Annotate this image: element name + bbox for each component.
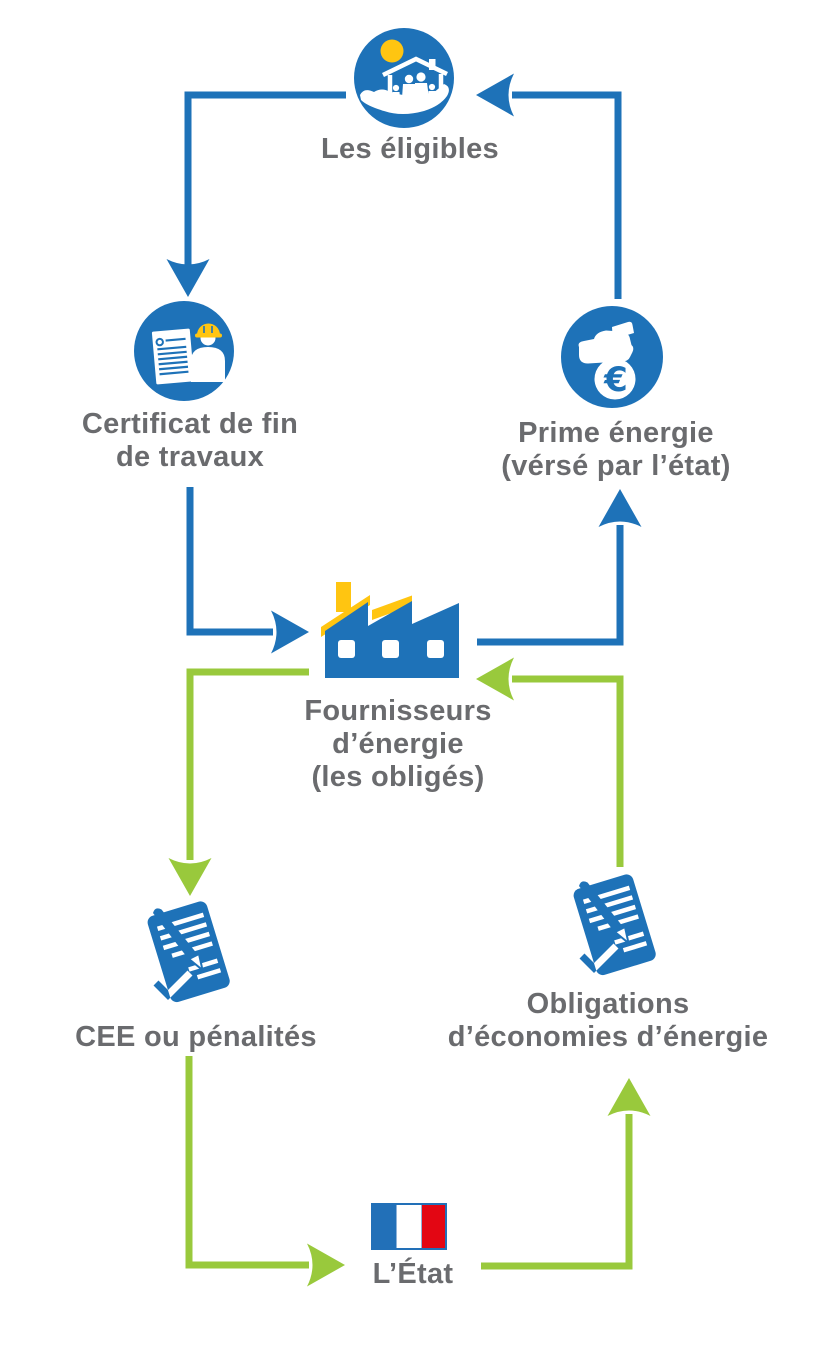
svg-text:€: €: [603, 360, 628, 400]
label-certificat: Certificat de fin de travaux: [81, 408, 299, 473]
flag-red-stripe: [421, 1205, 445, 1248]
factory-icon: [321, 582, 459, 678]
signed-document-icon: [147, 901, 230, 1003]
flag-blue-stripe: [373, 1205, 397, 1248]
label-obligations: Obligations d’économies d’énergie: [447, 988, 769, 1053]
arrow-certificat-to-fournisseurs: [186, 487, 309, 654]
label-eligibles: Les éligibles: [321, 133, 499, 165]
flag-white-stripe: [396, 1205, 422, 1248]
signed-document-icon: [573, 874, 656, 976]
arrow-fournisseurs-to-prime: [477, 489, 642, 646]
hand-house-family-icon: [354, 28, 454, 128]
label-etat: L’État: [372, 1258, 454, 1290]
label-fournisseurs: Fournisseurs d’énergie (les obligés): [304, 695, 492, 793]
arrow-fournisseurs-to-cee: [168, 668, 309, 896]
label-prime: Prime énergie (vérsé par l’état): [501, 417, 731, 482]
arrow-obligations-to-fournisseurs: [476, 657, 624, 867]
arrow-eligibles-to-certificat: [166, 91, 346, 297]
money-bag-euro-icon: €: [561, 306, 663, 408]
arrow-prime-to-eligibles: [476, 73, 622, 299]
arrow-etat-to-obligations: [481, 1078, 651, 1270]
arrow-cee-to-etat: [185, 1056, 345, 1287]
label-cee: CEE ou pénalités: [75, 1021, 317, 1053]
french-flag-icon: [371, 1203, 447, 1250]
worker-certificate-icon: [134, 301, 234, 401]
